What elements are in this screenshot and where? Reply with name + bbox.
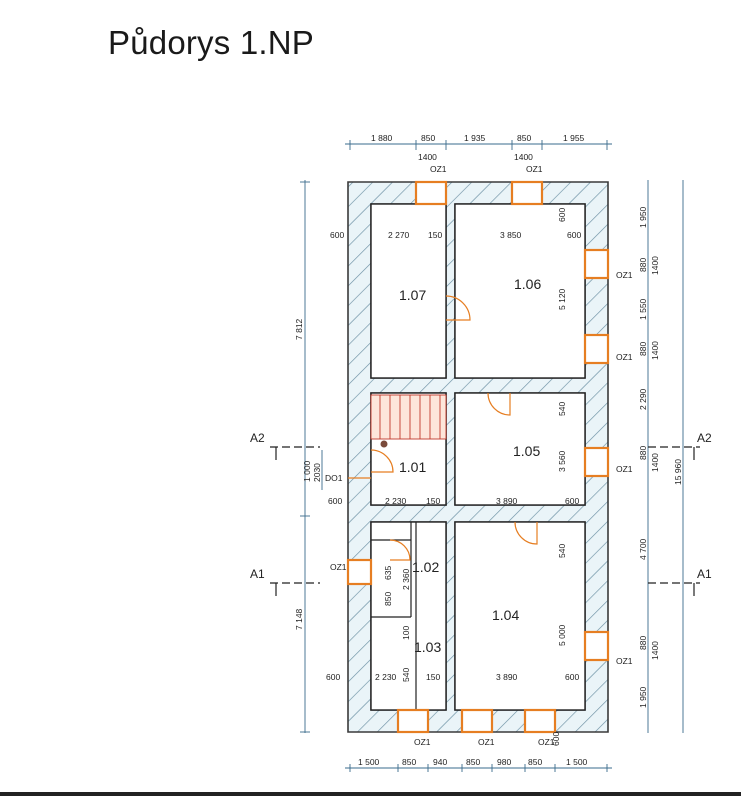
dim-bottom-5: 980 <box>497 757 511 767</box>
room-label-107: 1.07 <box>399 287 426 303</box>
wall-dim-2230-mid: 2 230 <box>385 496 407 506</box>
bottom-border <box>0 792 741 796</box>
wall-dim-v-600: 600 <box>557 208 567 222</box>
wall-dim-150-bot: 150 <box>426 672 440 682</box>
room-107-area <box>370 203 447 379</box>
oz1-left: OZ1 <box>330 562 347 572</box>
dim-bottom-2: 850 <box>402 757 416 767</box>
wall-dim-600-bl: 600 <box>326 672 340 682</box>
oz1-right-1: OZ1 <box>616 270 633 280</box>
oz1-right-2: OZ1 <box>616 352 633 362</box>
wall-dim-v-5120: 5 120 <box>557 288 567 310</box>
oz1-top-1: OZ1 <box>430 164 447 174</box>
oz1-top-2: OZ1 <box>526 164 543 174</box>
oz1-right-4: OZ1 <box>616 656 633 666</box>
dim-right-4: 1 550 <box>638 298 648 320</box>
dim-right-12: 1400 <box>650 641 660 660</box>
wall-dim-600-br: 600 <box>565 672 579 682</box>
dim-top-1: 1 880 <box>371 133 393 143</box>
dim-left-2: 7 148 <box>294 608 304 630</box>
wall-dim-v-5000: 5 000 <box>557 624 567 646</box>
wall-dim-600-tl: 600 <box>330 230 344 240</box>
dim-bottom-6: 850 <box>528 757 542 767</box>
room-label-101: 1.01 <box>399 459 426 475</box>
dim-right-total: 15 960 <box>673 459 683 485</box>
wall-dim-v-3560: 3 560 <box>557 450 567 472</box>
wall-dim-v-540a: 540 <box>557 402 567 416</box>
page-title: Půdorys 1.NP <box>108 24 314 61</box>
door-label-do1: DO1 <box>325 473 343 483</box>
dim-bottom-4: 850 <box>466 757 480 767</box>
dim-right-10: 4 700 <box>638 538 648 560</box>
wall-dim-150-top: 150 <box>428 230 442 240</box>
room-label-102: 1.02 <box>412 559 439 575</box>
doors <box>348 295 538 561</box>
dim-right-3: 1400 <box>650 256 660 275</box>
wall-dim-v-850: 850 <box>383 592 393 606</box>
newel-post <box>380 440 388 448</box>
wall-dim-3890-bot: 3 890 <box>496 672 518 682</box>
room-label-106: 1.06 <box>514 276 541 292</box>
dim-left-3: 1 000 <box>302 460 312 482</box>
staircase <box>370 394 447 440</box>
dim-right-9: 1400 <box>650 453 660 472</box>
dim-right-13: 1 950 <box>638 686 648 708</box>
oz1-right-3: OZ1 <box>616 464 633 474</box>
wall-dim-v-2360: 2 360 <box>401 568 411 590</box>
section-mark-a1-left: A1 <box>250 567 265 581</box>
oz1-bottom-3: OZ1 <box>538 737 555 747</box>
dim-right-6: 1400 <box>650 341 660 360</box>
dim-right-5: 880 <box>638 342 648 356</box>
dim-top-5: 1 955 <box>563 133 585 143</box>
dim-line-bottom <box>345 764 612 772</box>
dim-right-2: 880 <box>638 258 648 272</box>
wall-dim-v-635: 635 <box>383 566 393 580</box>
wall-dim-2230-bot: 2 230 <box>375 672 397 682</box>
wall-dim-2270: 2 270 <box>388 230 410 240</box>
dim-right-1: 1 950 <box>638 206 648 228</box>
wall-dim-v-540c: 540 <box>401 668 411 682</box>
dim-right-7: 2 290 <box>638 388 648 410</box>
dim-top-window-1: 1400 <box>418 152 437 162</box>
wall-dim-600-ml: 600 <box>328 496 342 506</box>
section-mark-a2-left: A2 <box>250 431 265 445</box>
dim-line-right <box>647 180 684 733</box>
oz1-bottom-2: OZ1 <box>478 737 495 747</box>
dim-line-top <box>345 140 612 150</box>
dim-top-3: 1 935 <box>464 133 486 143</box>
section-mark-a1-right: A1 <box>697 567 712 581</box>
room-label-104: 1.04 <box>492 607 519 623</box>
dim-top-window-2: 1400 <box>514 152 533 162</box>
dim-right-8: 880 <box>638 446 648 460</box>
dim-top-2: 850 <box>421 133 435 143</box>
dim-bottom-3: 940 <box>433 757 447 767</box>
wall-dim-600-tr: 600 <box>567 230 581 240</box>
wall-dim-3890-mid: 3 890 <box>496 496 518 506</box>
section-lines <box>270 446 700 596</box>
section-mark-a2-right: A2 <box>697 431 712 445</box>
dim-right-11: 880 <box>638 636 648 650</box>
dim-bottom-1: 1 500 <box>358 757 380 767</box>
room-outlines <box>370 203 586 711</box>
dim-top-4: 850 <box>517 133 531 143</box>
dim-left-1: 7 812 <box>294 318 304 340</box>
oz1-bottom-1: OZ1 <box>414 737 431 747</box>
wall-dim-600-mr: 600 <box>565 496 579 506</box>
wall-dim-v-540b: 540 <box>557 544 567 558</box>
dim-left-4: 2030 <box>312 463 322 482</box>
wall-dim-3850: 3 850 <box>500 230 522 240</box>
room-label-105: 1.05 <box>513 443 540 459</box>
room-label-103: 1.03 <box>414 639 441 655</box>
room-104-area <box>454 521 586 711</box>
windows <box>346 180 610 734</box>
dim-bottom-7: 1 500 <box>566 757 588 767</box>
wall-dim-v-600b: 600 <box>551 732 561 746</box>
dim-line-left <box>300 180 323 733</box>
wall-dim-v-100: 100 <box>401 626 411 640</box>
wall-dim-150-mid: 150 <box>426 496 440 506</box>
